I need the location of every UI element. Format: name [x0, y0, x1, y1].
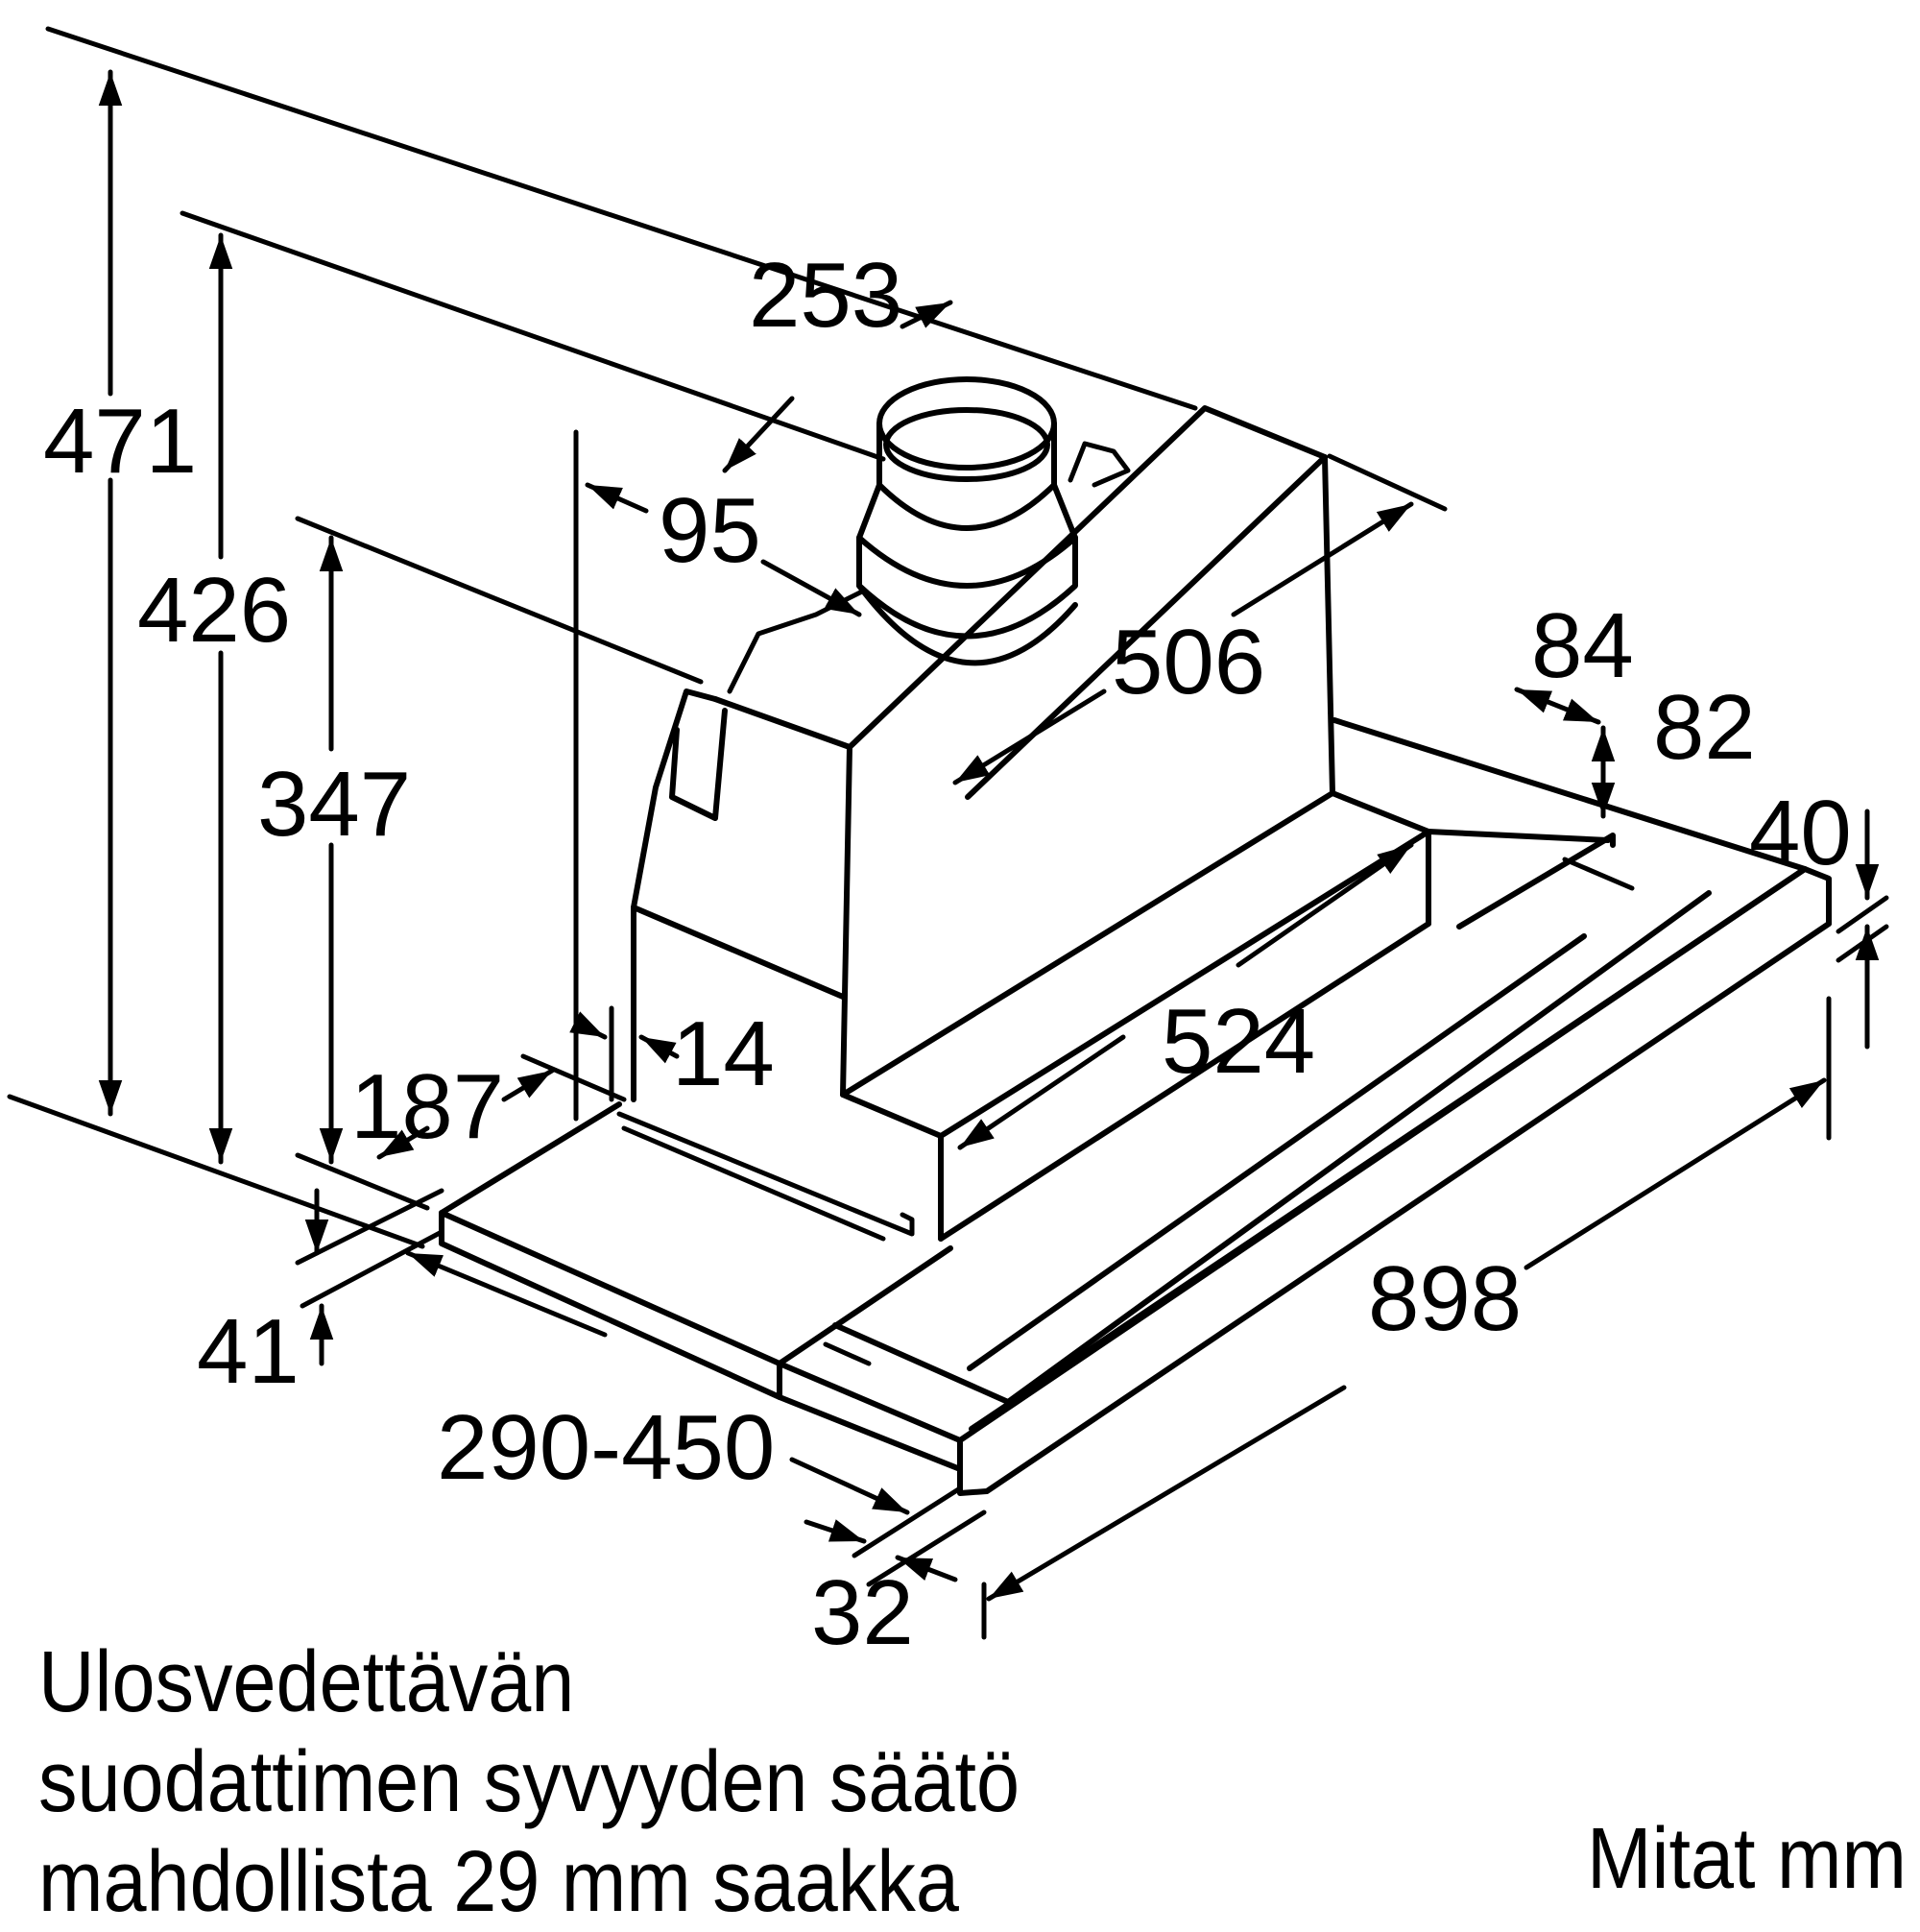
dim-187: 187: [350, 1055, 504, 1158]
adjustment-note: Ulosvedettävän suodattimen syvyyden säät…: [38, 1632, 1020, 1932]
dimension-labels: 471 426 347 253 95 506 84 82 40 524 14 1…: [43, 244, 1852, 1664]
note-line-1: Ulosvedettävän: [38, 1634, 575, 1730]
dim-253: 253: [749, 244, 902, 347]
dim-524: 524: [1162, 990, 1315, 1093]
note-line-3: mahdollista 29 mm saakka: [38, 1834, 959, 1930]
dim-347: 347: [257, 753, 411, 856]
dim-506: 506: [1112, 611, 1265, 713]
dim-14: 14: [672, 1002, 775, 1105]
dim-84: 84: [1531, 594, 1634, 697]
dim-41: 41: [197, 1300, 300, 1403]
dim-290-450: 290-450: [437, 1396, 775, 1499]
dim-471: 471: [43, 390, 197, 493]
extension-lines: [7, 26, 1832, 1640]
note-line-2: suodattimen syvyyden säätö: [38, 1734, 1020, 1830]
dim-32: 32: [811, 1561, 914, 1664]
dim-426: 426: [137, 559, 291, 662]
units-label: Mitat mm: [1587, 1811, 1907, 1907]
dim-40: 40: [1749, 782, 1852, 884]
canopy: [439, 717, 1832, 1496]
dimension-lines: [98, 69, 1889, 1602]
dim-898: 898: [1368, 1247, 1522, 1350]
dim-82: 82: [1653, 676, 1756, 779]
hood-body: [631, 405, 1431, 1242]
duct-collar: [727, 376, 1131, 694]
dim-95: 95: [659, 479, 761, 582]
